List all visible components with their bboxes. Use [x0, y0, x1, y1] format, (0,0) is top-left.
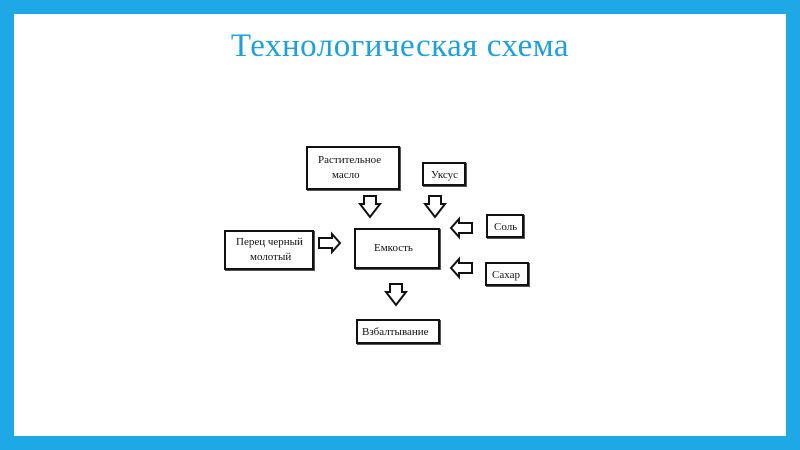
arrow-salt-to-container	[449, 216, 473, 240]
arrow-vinegar-to-container	[422, 195, 448, 219]
node-salt: Соль	[486, 214, 524, 238]
arrow-sugar-to-container	[449, 256, 473, 280]
node-vinegar-label: Уксус	[431, 169, 459, 181]
node-sugar-label: Сахар	[492, 269, 520, 281]
node-container-label: Емкость	[374, 242, 413, 254]
arrow-oil-to-container	[357, 195, 383, 219]
node-black-pepper: Перец черный молотый	[224, 230, 314, 270]
node-container: Емкость	[354, 228, 440, 269]
node-whipping: Взбалтывание	[356, 319, 440, 344]
slide: Технологическая схема Растительное масло…	[14, 14, 786, 436]
node-sugar: Сахар	[485, 262, 529, 286]
slide-title: Технологическая схема	[230, 28, 570, 64]
flow-diagram	[318, 195, 473, 307]
node-black-pepper-line2: молотый	[250, 251, 292, 263]
node-vegetable-oil-line2: масло	[332, 169, 360, 181]
node-vinegar: Уксус	[422, 162, 466, 186]
arrow-pepper-to-container	[318, 231, 342, 255]
node-vegetable-oil: Растительное масло	[306, 146, 400, 190]
node-black-pepper-line1: Перец черный	[236, 236, 303, 248]
node-salt-label: Соль	[494, 221, 518, 233]
arrow-container-to-whipping	[383, 283, 409, 307]
node-vegetable-oil-line1: Растительное	[318, 154, 382, 166]
node-whipping-label: Взбалтывание	[362, 326, 429, 338]
